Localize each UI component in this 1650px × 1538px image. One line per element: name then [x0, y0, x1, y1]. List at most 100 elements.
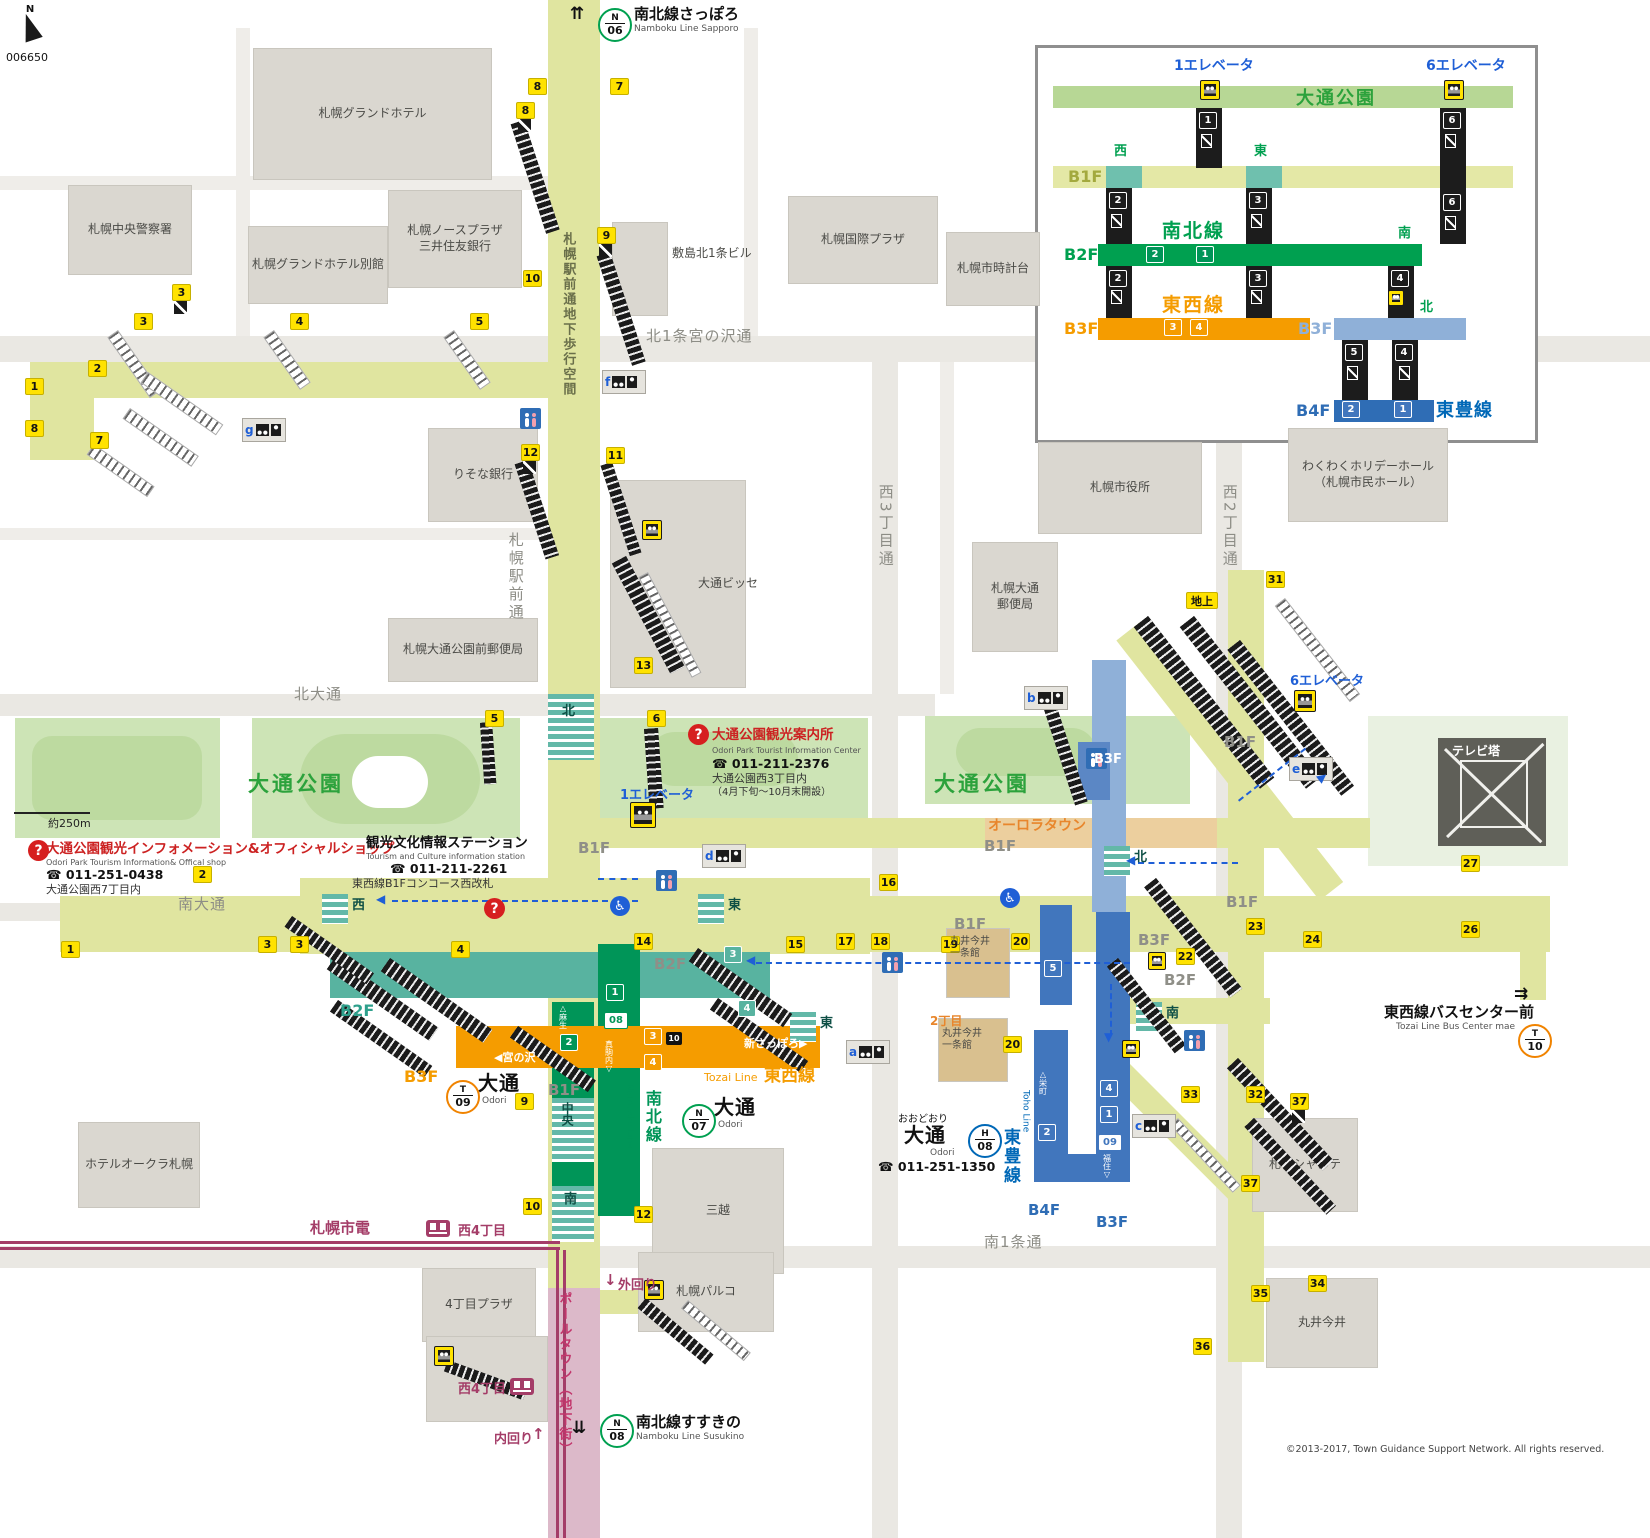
- map-label: 内回り: [494, 1432, 534, 1447]
- inset-east-box: [1246, 166, 1282, 188]
- map-label: 2丁目: [930, 1014, 963, 1028]
- exit-badge-37: 37: [1290, 1093, 1309, 1110]
- bicycle-parking-icon-b: b: [1024, 686, 1068, 710]
- exit-badge-19: 19: [941, 936, 960, 953]
- map-label: 中央: [560, 1102, 575, 1126]
- exit-badge-32: 32: [1246, 1086, 1265, 1103]
- exit-badge-6: 6: [647, 710, 666, 727]
- map-label: △麻生: [558, 1004, 568, 1029]
- map-label: 東豊線: [1436, 400, 1493, 421]
- male-figure: [887, 957, 891, 971]
- platform-number-box: 2: [1146, 246, 1164, 263]
- exit-badge-13: 13: [634, 657, 653, 674]
- building-label: ホテルオークラ札幌: [84, 1157, 193, 1172]
- map-label: 南大通: [178, 895, 227, 913]
- wheelchair-route-dash: [598, 878, 638, 880]
- map-label: 南1条通: [984, 1233, 1043, 1251]
- map-label: B1F: [1068, 167, 1103, 186]
- platform-number-box: 3: [1249, 270, 1267, 287]
- map-label: 大通: [904, 1123, 946, 1147]
- map-label: 東: [728, 898, 742, 913]
- map-id: 006650: [6, 51, 48, 64]
- platform-number-box: 1: [1394, 401, 1412, 418]
- map-label: Odori: [718, 1120, 743, 1130]
- elevator-icon: [1148, 952, 1166, 970]
- map-label: 南北線すすきの: [636, 1413, 742, 1431]
- crossing-kita-east: [1104, 846, 1130, 876]
- platform-number-box: 1: [1100, 1106, 1118, 1123]
- exit-badge-3: 3: [290, 936, 309, 953]
- escalator-glyph-icon: [1251, 214, 1262, 228]
- building: 札幌ノースプラザ 三井住友銀行: [388, 190, 522, 288]
- map-label: 東西線: [1162, 294, 1226, 316]
- map-label: B1F: [954, 915, 987, 933]
- map-label: 南: [564, 1192, 578, 1207]
- map-label: 南: [1398, 226, 1412, 241]
- exit-badge-22: 22: [1176, 948, 1195, 965]
- map-label: 大通: [714, 1095, 756, 1119]
- exit-badge-3: 3: [172, 284, 191, 301]
- building: 4丁目プラザ: [422, 1268, 536, 1342]
- exit-badge-16: 16: [879, 874, 898, 891]
- map-label: B3F: [1298, 319, 1333, 338]
- parking-letter: f: [605, 375, 611, 389]
- stairs-ramp: [86, 444, 155, 498]
- platform-number-box: 3: [724, 946, 742, 963]
- map-label: 丸井今井 一条館: [942, 1028, 982, 1051]
- map-label: 北大通: [294, 685, 343, 703]
- wheelchair-route-dash: [1138, 862, 1238, 864]
- platform-number-box: 2: [560, 1034, 578, 1051]
- elevator-pictogram: [1392, 294, 1400, 302]
- person-pictogram: [1159, 1120, 1170, 1132]
- map-label: B4F: [1296, 401, 1331, 420]
- map-label: 東: [1254, 144, 1268, 159]
- female-figure: [532, 413, 536, 427]
- platform-number-box: 1: [606, 984, 624, 1001]
- scale-line: [14, 812, 90, 814]
- platform-number-box: 4: [1100, 1080, 1118, 1097]
- wheelchair-route-dash: [756, 962, 1130, 964]
- exit-badge-9: 9: [515, 1093, 534, 1110]
- exit-badge-3: 3: [258, 936, 277, 953]
- map-label: ⇊: [572, 1418, 587, 1438]
- building-label: 札幌市役所: [1089, 480, 1150, 495]
- map-label: B1F: [1224, 733, 1257, 751]
- crossing-minami: [552, 1186, 594, 1242]
- person-pictogram: [1317, 763, 1328, 775]
- map-label: B2F: [1064, 245, 1099, 264]
- map-label: ☎ 011-251-1350: [878, 1159, 996, 1174]
- exit-badge-24: 24: [1303, 931, 1322, 948]
- wheelchair-route-dash: [392, 900, 638, 902]
- inset-b3f-right-bar: [1334, 318, 1466, 340]
- map-label: B3F: [1096, 1213, 1129, 1231]
- bicycle-parking-icon-c: c: [1132, 1114, 1176, 1138]
- building: 札幌大通 郵便局: [972, 542, 1058, 652]
- wheelchair-icon: ♿: [1000, 888, 1020, 908]
- escalator-glyph-icon: [1111, 290, 1122, 304]
- escalator-glyph-icon: [1347, 366, 1358, 380]
- tram-stop-icon: [426, 1220, 450, 1237]
- elevator-icon: [1444, 80, 1464, 100]
- map-label: 外回り: [618, 1278, 658, 1293]
- building-label: 札幌市時計台: [956, 261, 1029, 276]
- exit-badge-1: 1: [61, 941, 80, 958]
- bicycle-parking-icon-d: d: [702, 844, 746, 868]
- bicycle-parking-icon-g: g: [242, 418, 286, 442]
- platform-number-box: 3: [644, 1028, 662, 1045]
- map-label: 西3丁目通: [876, 484, 895, 569]
- parking-letter: c: [1135, 1119, 1143, 1133]
- exit-badge-36: 36: [1193, 1338, 1212, 1355]
- building-unlabeled: [938, 1018, 1008, 1082]
- compass-icon: N: [10, 4, 50, 46]
- exit-badge-14: 14: [634, 933, 653, 950]
- station-line-letter: T: [459, 1085, 467, 1095]
- female-figure: [668, 875, 672, 889]
- building-label: 札幌国際プラザ: [820, 232, 905, 247]
- male-figure: [1091, 753, 1095, 767]
- platform-number-box: 08: [604, 1012, 628, 1029]
- crossing-east-2: [790, 1012, 816, 1042]
- map-label: 東西線: [764, 1066, 815, 1086]
- exit-badge-11: 11: [606, 447, 625, 464]
